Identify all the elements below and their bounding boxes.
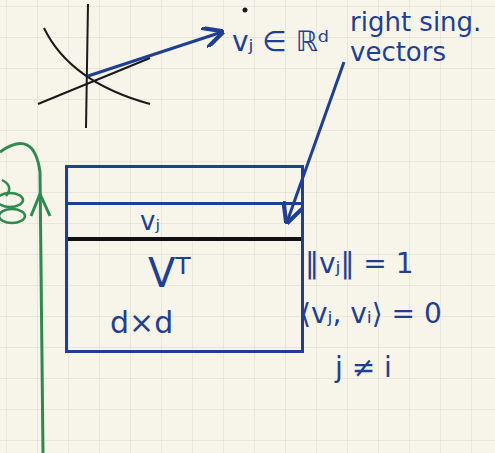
row-vector: vⱼ [140, 207, 160, 237]
vector-arrow [88, 32, 222, 76]
curve [44, 28, 150, 104]
green-stroke [0, 209, 25, 223]
matrix-name: Vᵀ [148, 250, 191, 296]
index-condition: j ≠ i [335, 352, 392, 384]
matrix-size: d×d [110, 306, 173, 341]
green-stroke [2, 180, 9, 196]
norm-condition: ‖vⱼ‖ = 1 [305, 248, 414, 280]
orthogonality-condition: ⟨vⱼ, vᵢ⟩ = 0 [300, 298, 442, 330]
annotation: right sing. vectors [350, 8, 482, 68]
green-stroke [0, 144, 43, 453]
row-band: vⱼ [68, 202, 301, 241]
green-stroke [0, 193, 23, 207]
green-stroke [31, 194, 50, 216]
axis-line [86, 4, 88, 128]
leader-arrow [287, 62, 344, 222]
ink-dot [243, 8, 248, 13]
matrix-box: Vᵀ d×d vⱼ [65, 165, 304, 353]
vector-label: vⱼ ∈ ℝᵈ [232, 26, 329, 58]
